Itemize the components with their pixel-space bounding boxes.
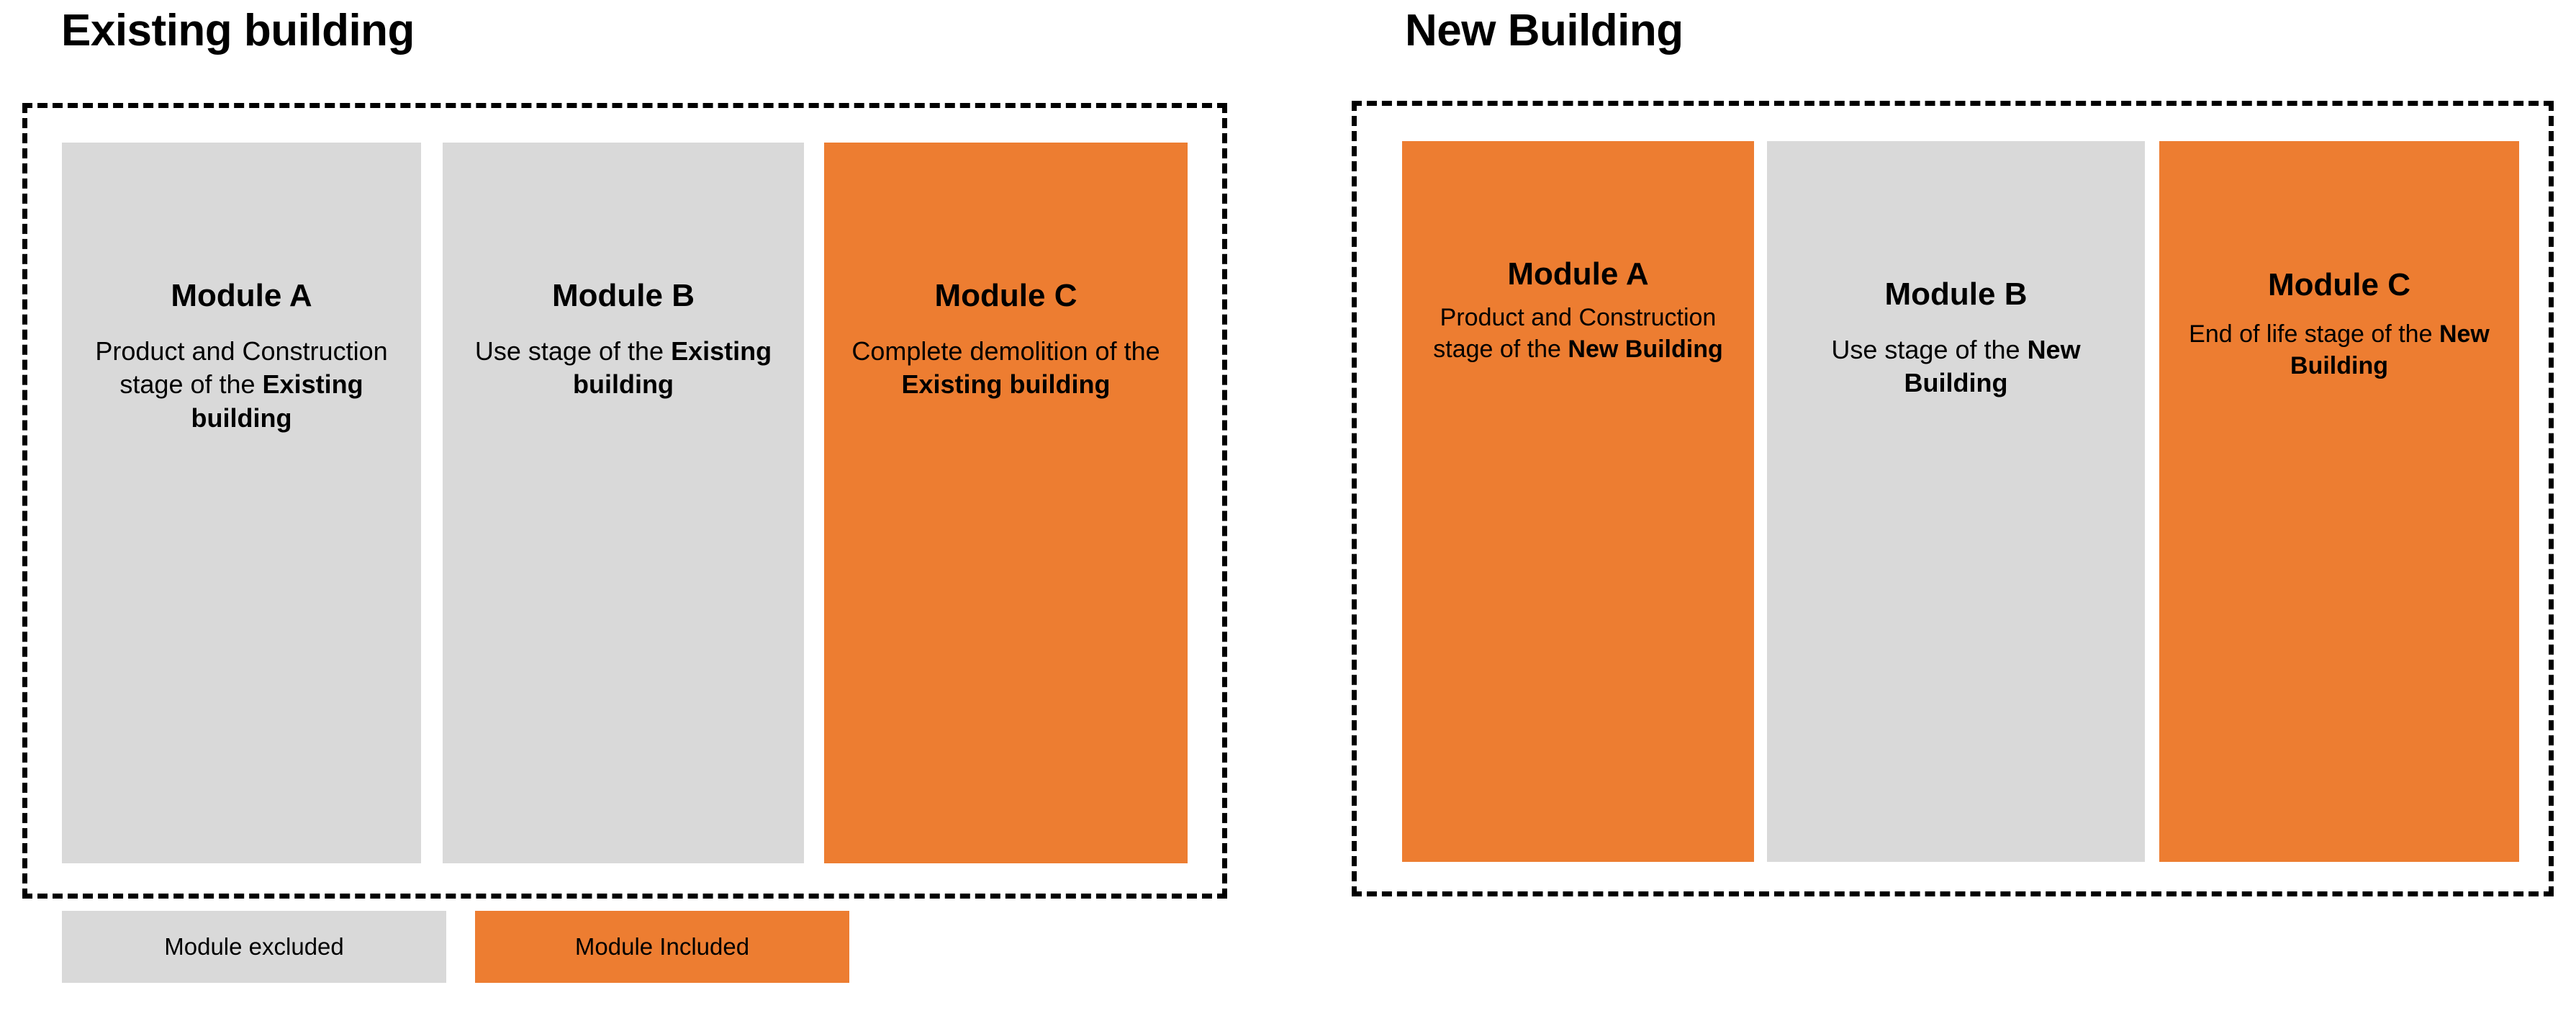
module-title: Module C [934, 278, 1077, 313]
legend-label-excluded: Module excluded [164, 933, 344, 960]
module-description: Use stage of the New Building [1777, 333, 2135, 401]
module-description: Complete demolition of the Existing buil… [834, 335, 1178, 402]
module-description-emphasis: New Building [2290, 320, 2490, 379]
module-title: Module B [552, 278, 695, 313]
module-description-emphasis: New Building [1904, 334, 2081, 398]
module-box-new-a[interactable]: Module A Product and Construction stage … [1402, 141, 1754, 862]
module-description-emphasis: Existing building [573, 336, 772, 400]
module-description-text: Use stage of the [474, 336, 672, 366]
group-title-existing-building: Existing building [61, 6, 415, 55]
module-description: Product and Construction stage of the Ex… [72, 335, 411, 436]
module-description-text: End of life stage of the [2189, 320, 2439, 348]
legend-item-module-included: Module Included [475, 911, 849, 983]
legend-item-module-excluded: Module excluded [62, 911, 446, 983]
module-box-existing-a[interactable]: Module A Product and Construction stage … [62, 143, 421, 863]
module-description-emphasis: Existing building [191, 369, 363, 433]
group-title-new-building: New Building [1405, 6, 1684, 55]
module-box-new-b[interactable]: Module B Use stage of the New Building [1767, 141, 2145, 862]
group-container-existing-building [22, 103, 1227, 899]
module-box-existing-b[interactable]: Module B Use stage of the Existing build… [443, 143, 804, 863]
module-description: Product and Construction stage of the Ne… [1412, 302, 1744, 365]
module-box-new-c[interactable]: Module C End of life stage of the New Bu… [2159, 141, 2519, 862]
module-description-emphasis: Existing building [901, 369, 1111, 400]
legend-label-included: Module Included [574, 933, 750, 960]
module-title: Module C [2268, 267, 2410, 302]
module-description-text: Complete demolition of the [851, 336, 1160, 366]
module-description-text: Product and Construction stage of the [95, 336, 388, 400]
module-description-text: Use stage of the [1831, 334, 2028, 364]
group-container-new-building [1352, 101, 2554, 896]
module-box-existing-c[interactable]: Module C Complete demolition of the Exis… [824, 143, 1188, 863]
module-description-emphasis: New Building [1568, 335, 1723, 363]
module-title: Module A [1507, 256, 1649, 292]
module-description-text: Product and Construction stage of the [1433, 303, 1717, 363]
module-description: Use stage of the Existing building [453, 335, 794, 402]
module-description: End of life stage of the New Building [2169, 318, 2509, 382]
module-title: Module B [1884, 276, 2028, 312]
module-title: Module A [171, 278, 312, 313]
